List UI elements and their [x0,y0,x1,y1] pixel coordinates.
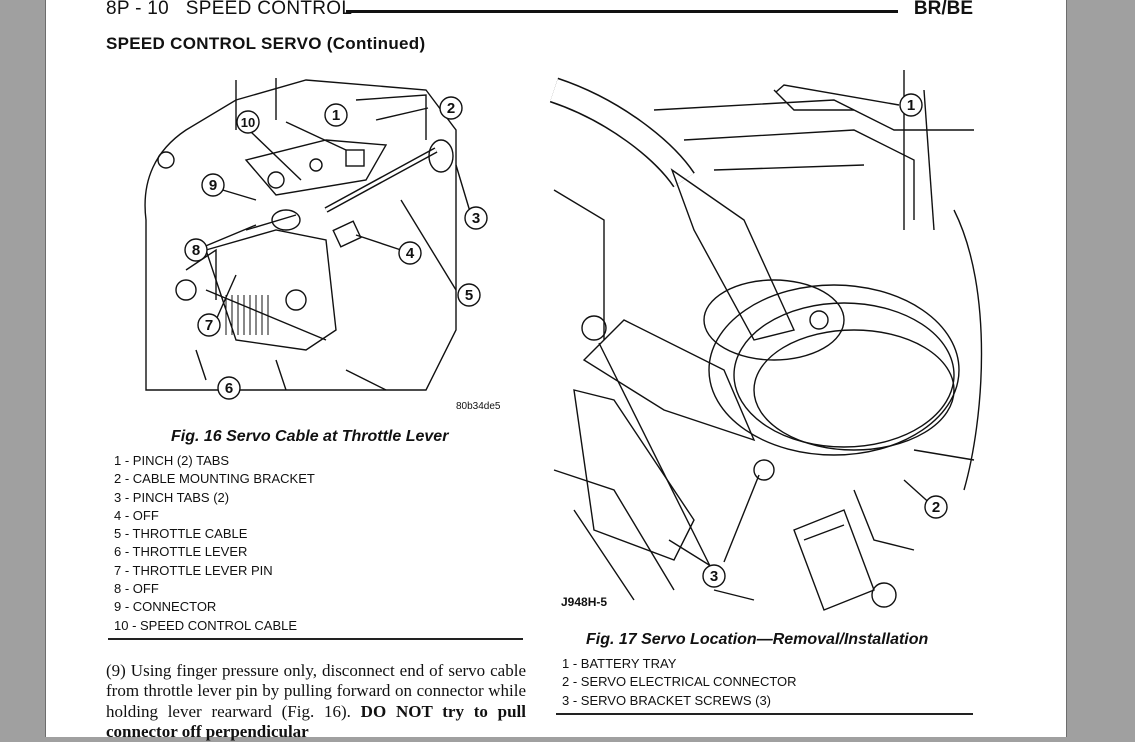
warning-text: DO NOT try to pull connector off perpend… [106,701,526,741]
fig16-code: 80b34de5 [456,401,501,412]
fig17-callout-3: 3 [710,568,718,585]
fig16-legend-item: 2 - CABLE MOUNTING BRACKET [114,471,315,487]
step-9-text: (9) Using finger pressure only, disconne… [106,661,526,721]
fig16-legend-item: 7 - THROTTLE LEVER PIN [114,562,273,578]
fig17-legend-item: 3 - SERVO BRACKET SCREWS (3) [562,692,772,708]
fig17-caption: Fig. 17 Servo Location—Removal/Installat… [586,631,929,648]
procedure-step-text: (9) Using finger pressure only, disconne… [106,661,526,742]
figure-16-illustration: 1 2 3 4 5 6 7 8 9 10 [126,70,488,400]
fig16-callout-2: 2 [447,100,455,117]
fig16-callout-6: 6 [225,380,233,397]
fig16-legend: 1 - PINCH (2) TABS 2 - CABLE MOUNTING BR… [114,452,315,635]
fig17-callout-1: 1 [907,97,915,114]
fig16-callout-5: 5 [465,287,473,304]
fig16-callout-1: 1 [332,107,340,124]
fig16-legend-item: 10 - SPEED CONTROL CABLE [114,617,298,633]
fig17-legend-item: 1 - BATTERY TRAY [562,656,677,671]
fig16-rule [108,638,523,640]
fig17-code: J948H-5 [561,595,608,609]
fig16-callout-10: 10 [241,115,255,130]
fig16-callout-7: 7 [205,317,213,334]
header-section: SPEED CONTROL [185,0,353,19]
fig16-callout-8: 8 [192,242,200,259]
fig16-legend-item: 3 - PINCH TABS (2) [114,489,230,505]
fig17-callout-2: 2 [932,499,940,516]
fig16-legend-item: 4 - OFF [114,507,159,523]
header-page-ref: 8P - 10 [106,0,170,19]
page-header: 8P - 10 SPEED CONTROL BR/BE [106,0,973,22]
section-title: SPEED CONTROL SERVO (Continued) [106,34,426,53]
fig17-legend: 1 - BATTERY TRAY 2 - SERVO ELECTRICAL CO… [562,655,797,710]
header-rule [346,10,898,13]
fig16-legend-item: 5 - THROTTLE CABLE [114,526,248,542]
header-page-section: 8P - 10 SPEED CONTROL [106,0,352,20]
figure-17-illustration: 1 2 3 [549,70,983,615]
fig16-callout-4: 4 [406,245,415,262]
fig16-legend-item: 8 - OFF [114,581,159,597]
fig16-legend-item: 9 - CONNECTOR [114,599,217,615]
fig16-legend-item: 1 - PINCH (2) TABS [114,453,230,468]
fig17-legend-item: 2 - SERVO ELECTRICAL CONNECTOR [562,674,797,690]
header-model: BR/BE [913,0,973,19]
fig16-caption: Fig. 16 Servo Cable at Throttle Lever [171,428,449,445]
fig16-callout-9: 9 [209,177,217,194]
manual-page: 8P - 10 SPEED CONTROL BR/BE SPEED CONTRO… [45,0,1067,741]
fig17-rule [556,713,973,715]
fig16-legend-item: 6 - THROTTLE LEVER [114,544,248,560]
fig16-callout-3: 3 [472,210,480,227]
